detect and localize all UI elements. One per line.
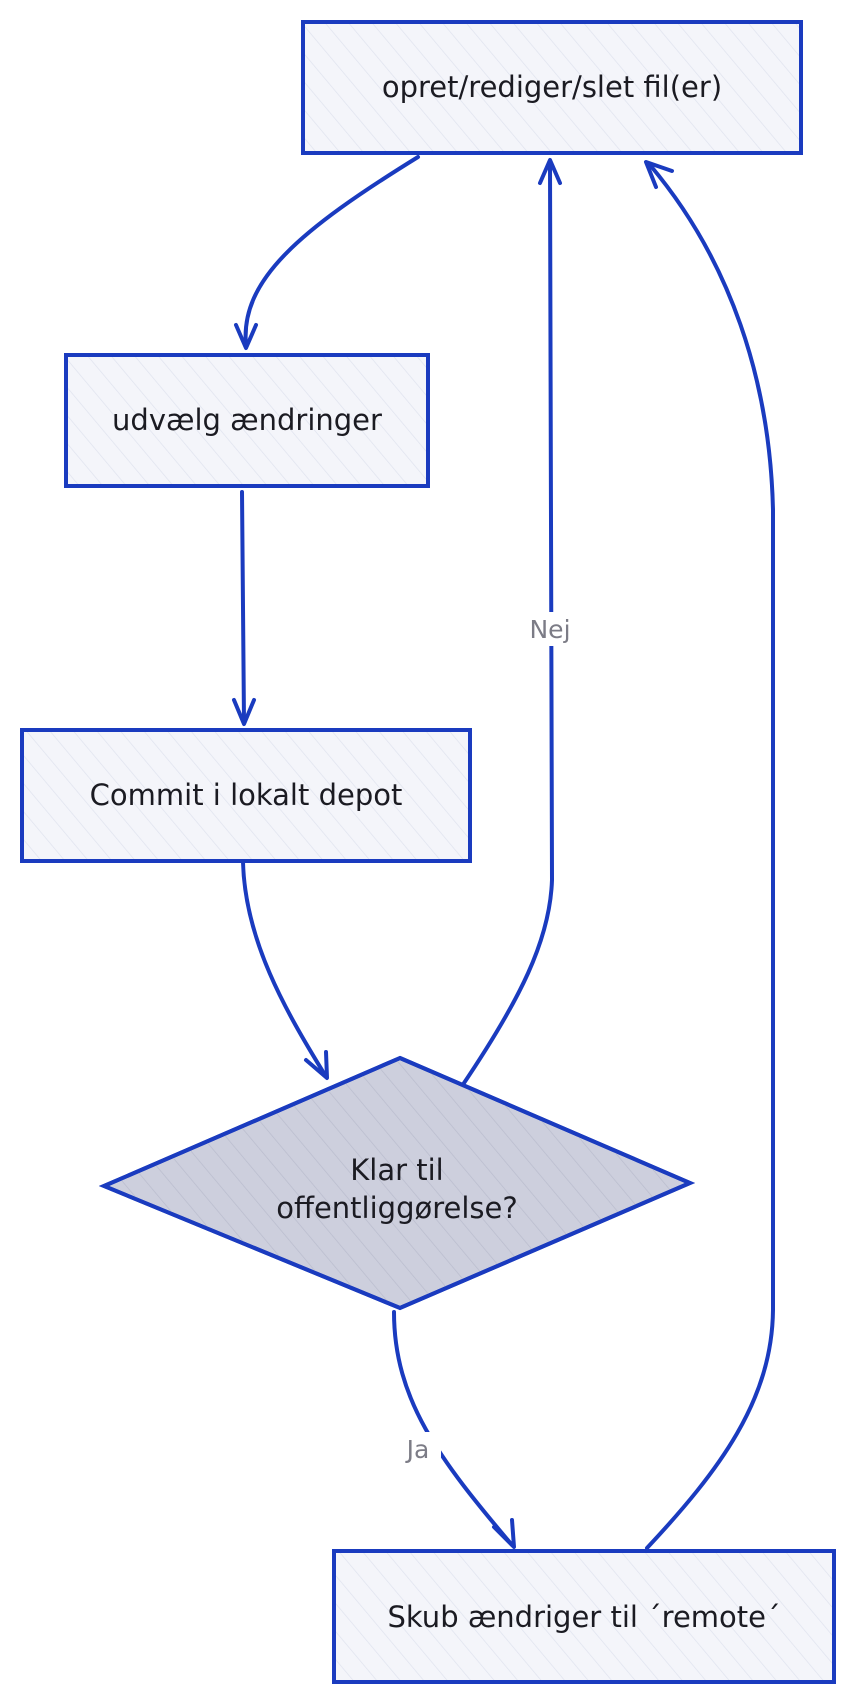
edge-push-to-edit	[645, 163, 775, 1550]
edge-edit-to-stage	[243, 155, 420, 347]
node-decision: Klar til offentliggørelse?	[98, 1055, 696, 1311]
arrowhead-no-to-edit	[538, 158, 562, 185]
node-push-remote-label: Skub ændriger til ´remote´	[388, 1600, 781, 1634]
node-stage-changes: udvælg ændringer	[64, 353, 430, 488]
arrowhead-yes-to-push	[492, 1518, 516, 1549]
node-edit-files: opret/rediger/slet fil(er)	[301, 20, 803, 155]
node-edit-files-label: opret/rediger/slet fil(er)	[382, 70, 722, 104]
edge-decision-yes-to-push	[392, 1310, 514, 1547]
edge-commit-to-decision	[241, 860, 327, 1077]
node-push-remote: Skub ændriger til ´remote´	[332, 1549, 836, 1684]
arrowhead-to-stage	[234, 323, 258, 350]
edge-label-no-text: Nej	[529, 615, 570, 644]
edge-stage-to-commit	[240, 490, 246, 724]
edge-label-yes: Ja	[395, 1432, 441, 1466]
node-decision-label-line2: offentliggørelse?	[276, 1191, 518, 1225]
edge-label-yes-text: Ja	[405, 1435, 430, 1464]
arrowhead-to-commit	[232, 698, 256, 726]
node-local-commit-label: Commit i lokalt depot	[90, 778, 403, 812]
edge-label-no: Nej	[520, 612, 580, 646]
edge-decision-no-to-edit	[460, 163, 554, 1088]
arrowhead-to-decision	[304, 1050, 329, 1080]
arrowhead-push-to-edit	[644, 160, 674, 189]
node-local-commit: Commit i lokalt depot	[20, 728, 472, 863]
node-decision-label-line1: Klar til	[350, 1153, 443, 1187]
node-stage-changes-label: udvælg ændringer	[112, 403, 382, 437]
